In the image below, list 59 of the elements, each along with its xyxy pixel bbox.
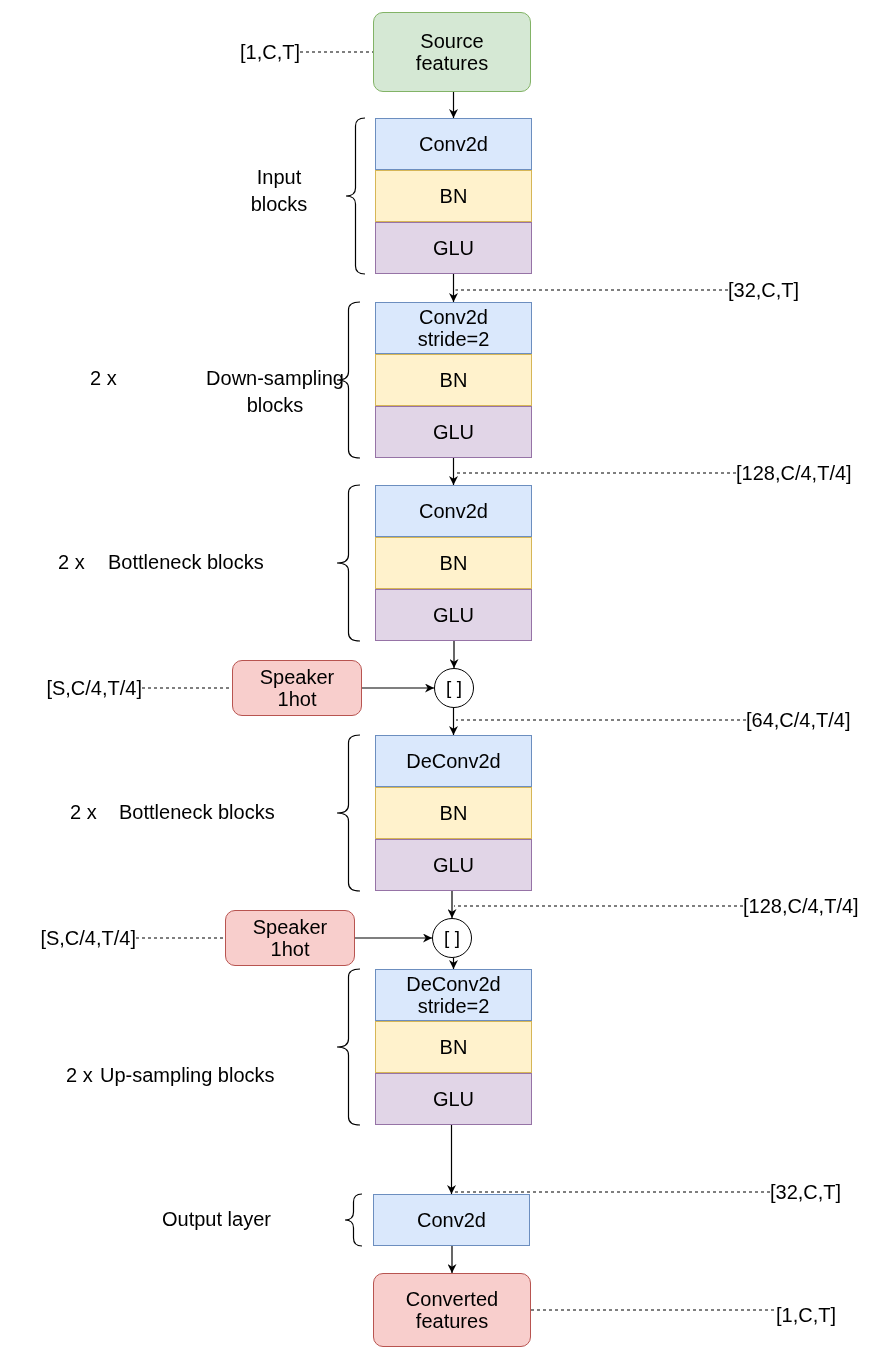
arrow [354, 933, 433, 943]
layer-box: BN [375, 1021, 532, 1073]
arrow [449, 957, 458, 970]
layer-box: GLU [375, 222, 532, 274]
dashed-leader-line [453, 905, 744, 907]
shape-label: [32,C,T] [728, 279, 800, 301]
group-label: Output layer [162, 1207, 271, 1232]
group-label: Input blocks [249, 165, 309, 217]
arrow [447, 890, 457, 919]
concat-circle: [ ] [434, 668, 474, 708]
arrow [449, 457, 458, 486]
layer-box: Conv2d [375, 118, 532, 170]
layer-box: BN [375, 354, 532, 406]
speaker-box: Speaker 1hot [232, 660, 362, 716]
speaker-box: Speaker 1hot [225, 910, 355, 966]
group-label: Down-sampling blocks [205, 366, 345, 418]
dashed-leader-line [135, 937, 226, 939]
shape-label: [S,C/4,T/4] [40, 927, 136, 949]
arrow [449, 640, 459, 669]
dashed-leader-line [454, 472, 737, 474]
shape-label: [1,C,T] [240, 41, 300, 63]
shape-label: [1,C,T] [776, 1304, 836, 1326]
dashed-leader-line [455, 719, 747, 721]
output-box: Converted features [373, 1273, 531, 1347]
layer-box: Conv2d stride=2 [375, 302, 532, 354]
arrow [449, 707, 458, 736]
layer-box: GLU [375, 589, 532, 641]
layer-box: DeConv2d stride=2 [375, 969, 532, 1021]
group-label: Bottleneck blocks [119, 800, 275, 825]
layer-box: Conv2d [373, 1194, 530, 1246]
group-label: Bottleneck blocks [108, 550, 264, 575]
arrow [449, 273, 458, 303]
arrow [447, 1245, 457, 1274]
layer-box: BN [375, 537, 532, 589]
group-label: 2 x [70, 800, 97, 825]
group-label: 2 x [66, 1063, 93, 1088]
shape-label: [64,C/4,T/4] [746, 709, 851, 731]
arrow [361, 683, 435, 693]
shape-label: [128,C/4,T/4] [743, 895, 859, 917]
dashed-leader-line [452, 1191, 771, 1193]
group-label: Up-sampling blocks [100, 1063, 275, 1088]
layer-box: GLU [375, 1073, 532, 1125]
layer-box: DeConv2d [375, 735, 532, 787]
arrow [447, 1124, 456, 1195]
layer-box: BN [375, 170, 532, 222]
dashed-leader-line [454, 289, 729, 291]
shape-label: [128,C/4,T/4] [736, 462, 852, 484]
concat-circle: [ ] [432, 918, 472, 958]
shape-label: [S,C/4,T/4] [46, 677, 142, 699]
group-label: 2 x [58, 550, 85, 575]
shape-label: [32,C,T] [770, 1181, 842, 1203]
arrow [449, 91, 458, 119]
input-box: Source features [373, 12, 531, 92]
layer-box: BN [375, 787, 532, 839]
layer-box: Conv2d [375, 485, 532, 537]
layer-box: GLU [375, 839, 532, 891]
group-label: 2 x [90, 366, 117, 391]
dashed-leader-line [530, 1309, 777, 1311]
layer-box: GLU [375, 406, 532, 458]
